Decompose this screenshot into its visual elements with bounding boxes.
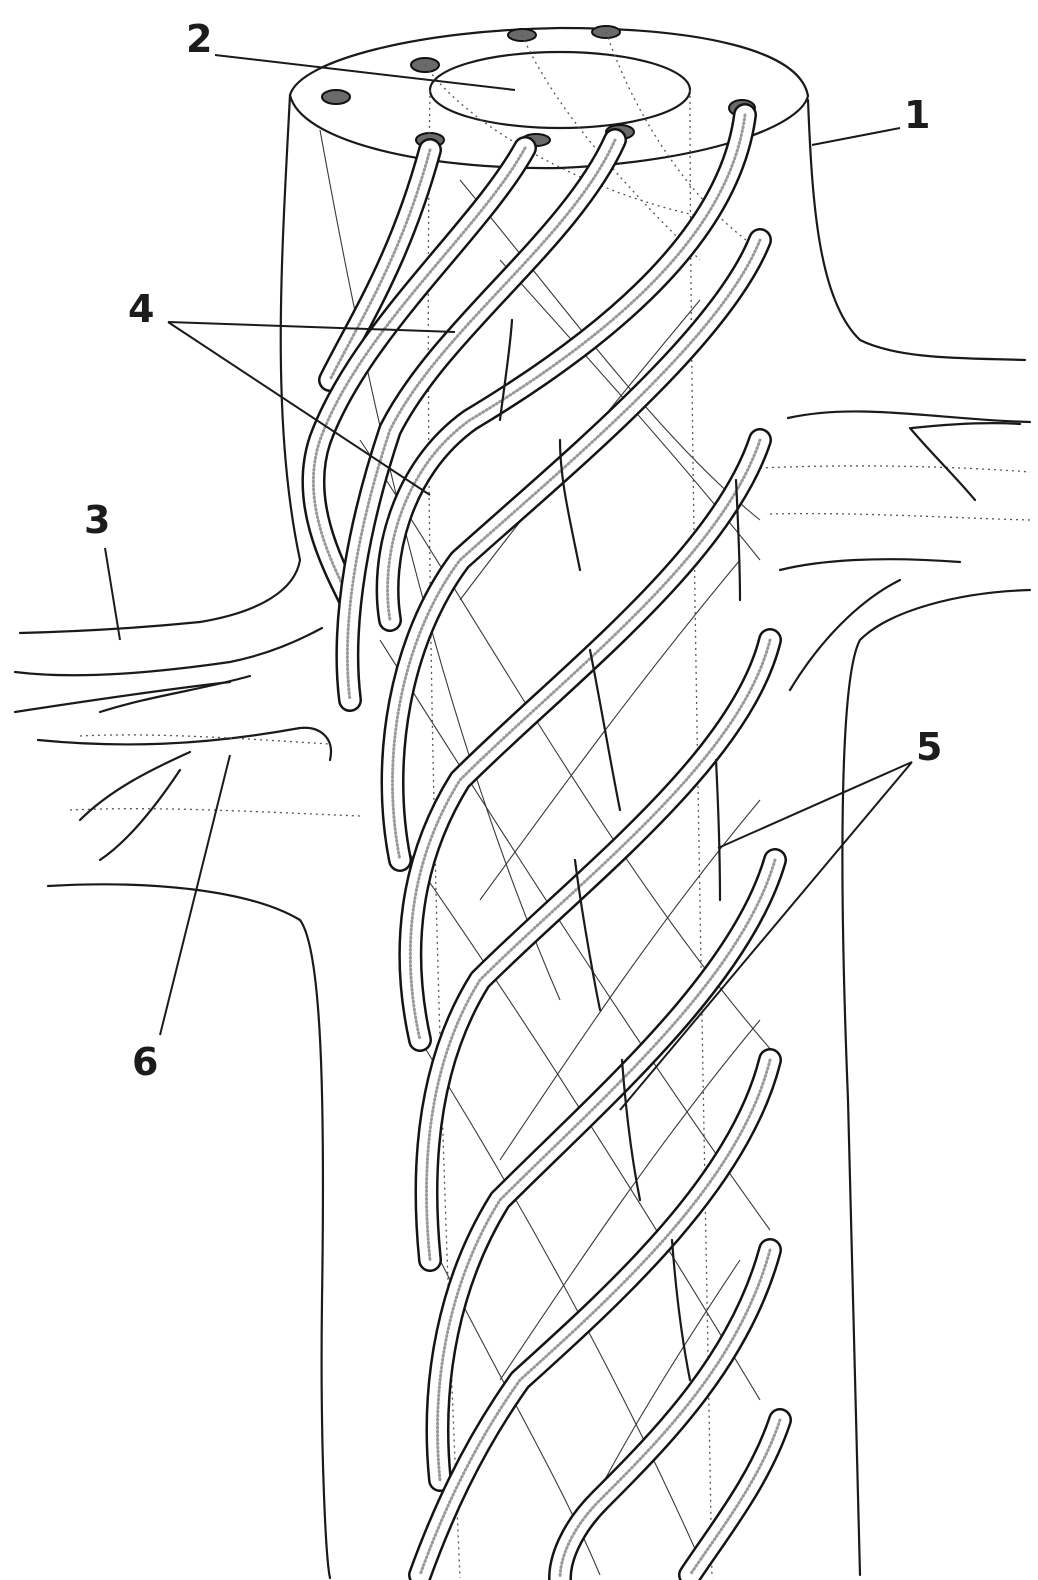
leader-2 xyxy=(215,55,515,90)
leader-4a xyxy=(168,322,455,332)
side-vessel-right xyxy=(780,423,1020,690)
leader-5a xyxy=(718,762,912,848)
inner-lumen xyxy=(430,52,690,128)
leader-6 xyxy=(160,755,230,1035)
label-1: 1 xyxy=(904,93,930,137)
label-6: 6 xyxy=(132,1040,158,1084)
label-3: 3 xyxy=(84,498,110,542)
vessel-cut-1 xyxy=(322,90,350,104)
leader-1 xyxy=(812,128,900,145)
label-2: 2 xyxy=(186,17,212,61)
spiral-vessels xyxy=(313,115,780,1578)
label-4: 4 xyxy=(128,287,154,331)
label-5: 5 xyxy=(916,725,942,769)
vessel-k xyxy=(690,1420,780,1575)
leader-3 xyxy=(105,548,120,640)
trunk-outline xyxy=(20,95,1030,1578)
